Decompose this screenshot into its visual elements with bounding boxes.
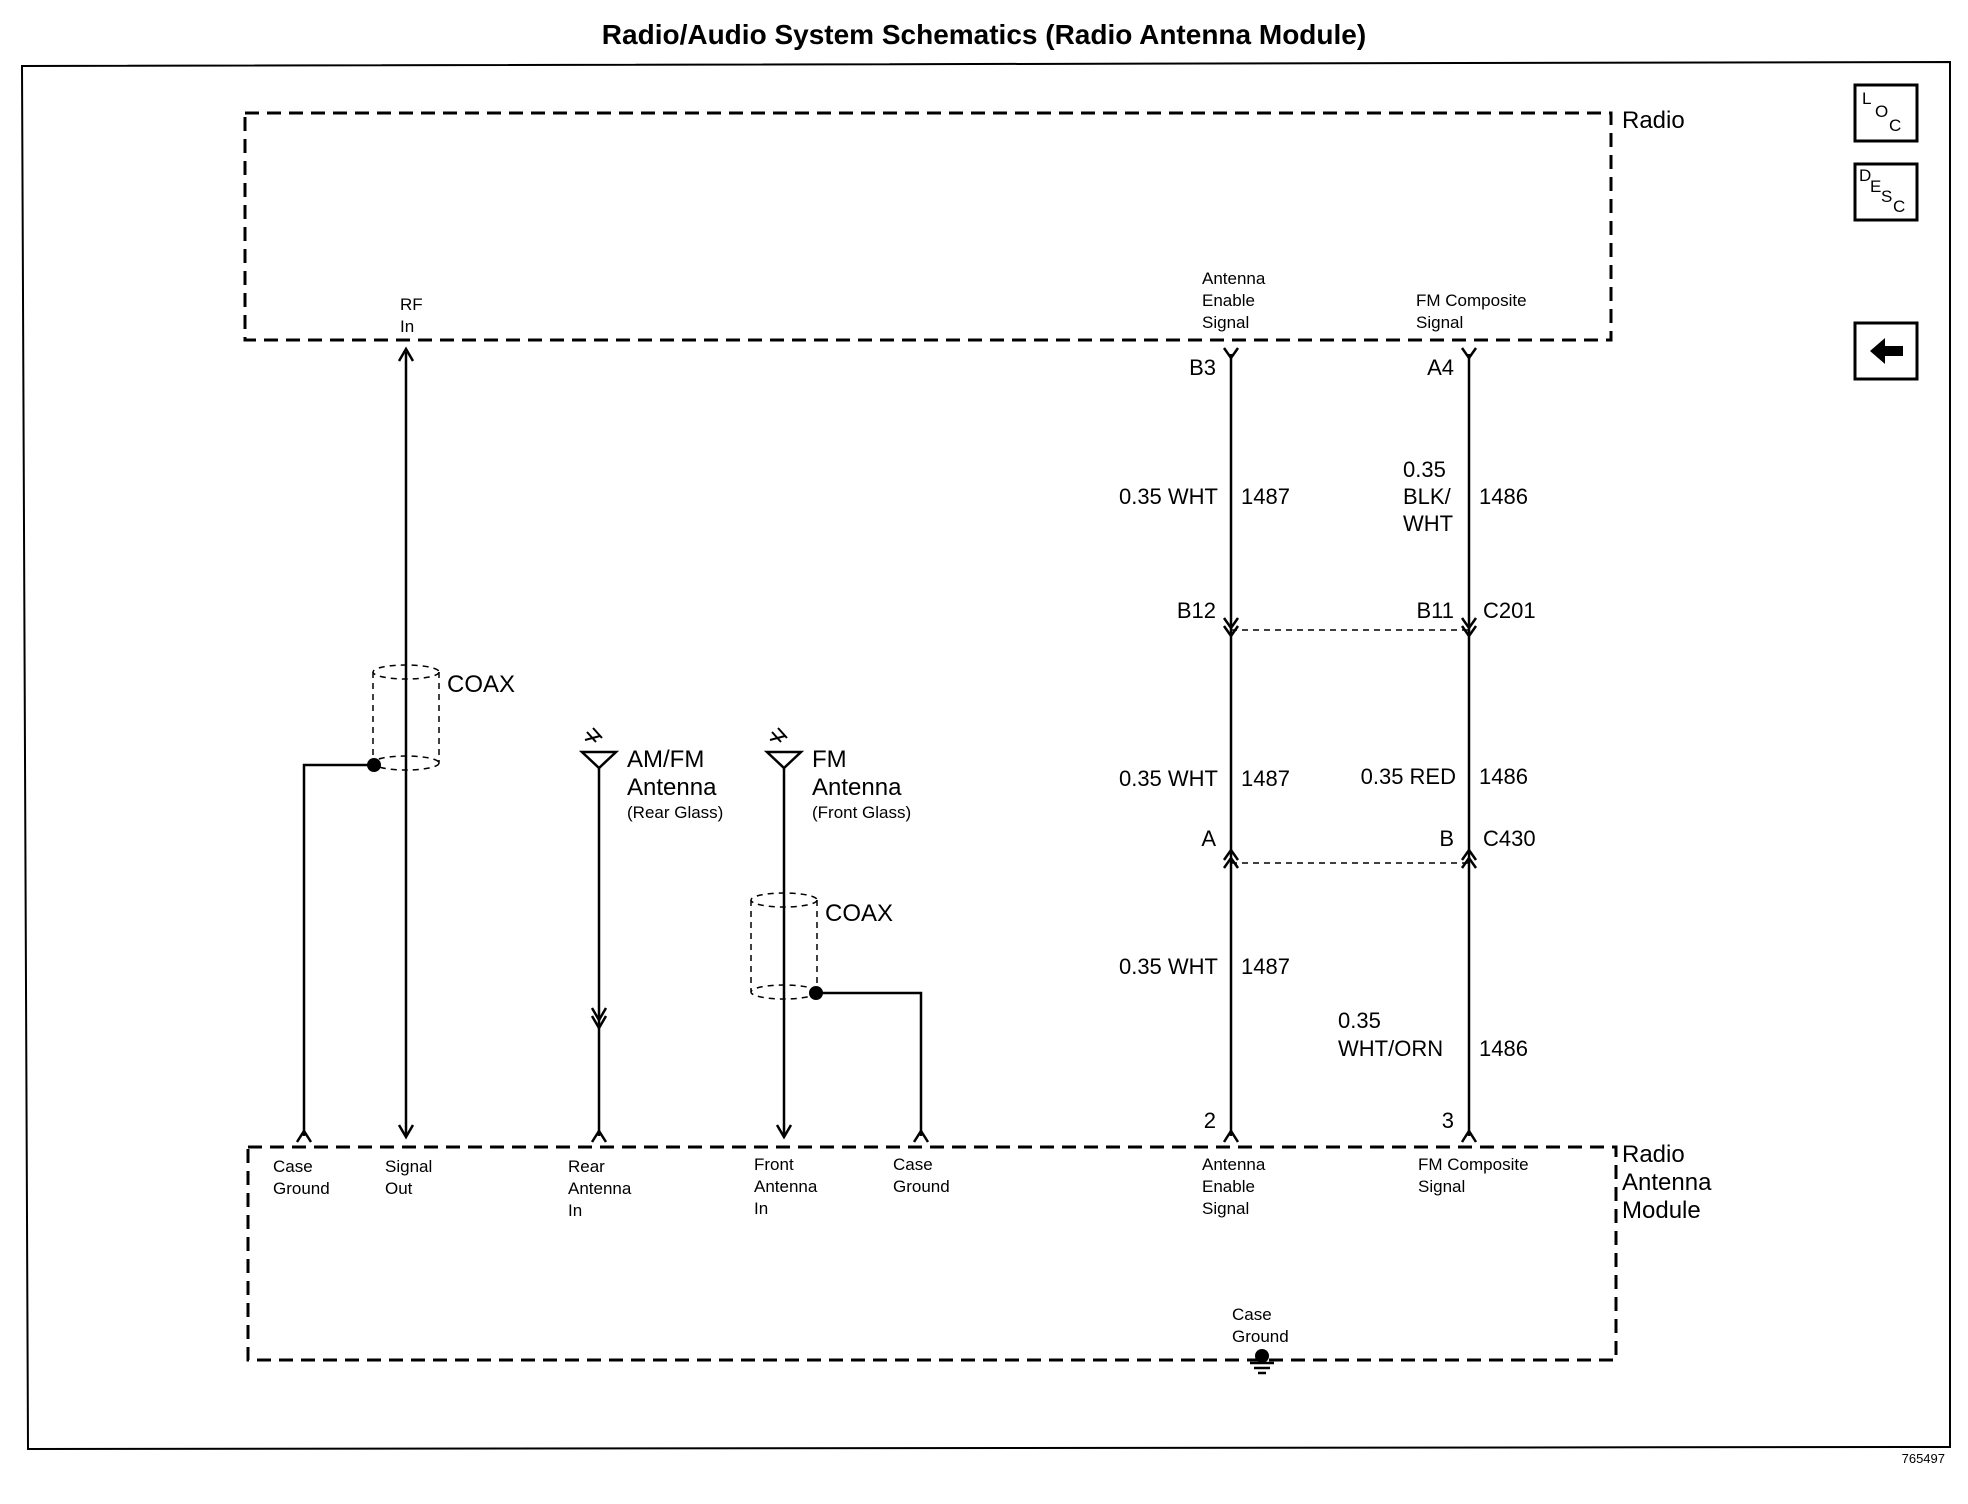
module-case-ground-bottom-label: Ground [1232, 1327, 1289, 1346]
fm-antenna-label: FM [812, 746, 847, 773]
module-case-ground-label: Ground [273, 1179, 330, 1198]
module-front-antenna-label: Front [754, 1155, 794, 1174]
wire-circuit-label: 1486 [1479, 484, 1528, 509]
radio-antenna-enable-label: Antenna [1202, 269, 1266, 288]
pin-a: A [1201, 826, 1216, 851]
desc-letter-c: C [1893, 197, 1905, 216]
wire-gauge-label: BLK/ [1403, 484, 1452, 509]
pin-2: 2 [1204, 1108, 1216, 1133]
module-case-ground-label: Case [273, 1157, 313, 1176]
module-rear-antenna-label: Antenna [568, 1179, 632, 1198]
wire-gauge-label: WHT/ORN [1338, 1036, 1443, 1061]
outer-frame [20, 60, 1951, 1451]
wire-circuit-label: 1486 [1479, 764, 1528, 789]
antenna-module-label: Radio [1622, 1141, 1685, 1168]
back-button[interactable] [1853, 321, 1919, 381]
module-case-ground-bottom-label: Case [1232, 1305, 1272, 1324]
arrow-left-icon [1870, 338, 1903, 364]
wire-circuit-label: 1487 [1241, 954, 1290, 979]
pin-b12: B12 [1177, 598, 1216, 623]
wire-gauge-label: 0.35 WHT [1119, 484, 1218, 509]
figure-id: 765497 [1902, 1451, 1945, 1466]
module-fm-composite-label: Signal [1418, 1177, 1465, 1196]
radio-antenna-enable-label: Signal [1202, 313, 1249, 332]
radio-fm-composite-label: Signal [1416, 313, 1463, 332]
module-front-antenna-label: In [754, 1199, 768, 1218]
wire-gauge-label: 0.35 WHT [1119, 954, 1218, 979]
wire-gauge-label: 0.35 RED [1361, 764, 1456, 789]
rf-signal-wire [397, 346, 415, 1140]
fm-composite-wire [1460, 347, 1478, 1143]
loc-letter-l: L [1862, 89, 1871, 108]
wire-gauge-label: 0.35 WHT [1119, 766, 1218, 791]
module-antenna-enable-label: Signal [1202, 1199, 1249, 1218]
case-ground-wire-mid [809, 986, 930, 1143]
am-fm-antenna-location: (Rear Glass) [627, 803, 723, 822]
coax-label: COAX [447, 671, 515, 698]
antenna-enable-wire [1222, 347, 1240, 1143]
pin-3: 3 [1442, 1108, 1454, 1133]
antenna-module-box [246, 1145, 1618, 1362]
module-signal-out-label: Signal [385, 1157, 432, 1176]
desc-button[interactable]: D E S C [1853, 162, 1919, 222]
module-front-antenna-label: Antenna [754, 1177, 818, 1196]
wire-circuit-label: 1486 [1479, 1036, 1528, 1061]
connector-c430: C430 [1483, 826, 1536, 851]
am-fm-antenna-icon [578, 727, 620, 1143]
loc-letter-o: O [1875, 102, 1888, 121]
coax-label: COAX [825, 900, 893, 927]
connector-c201: C201 [1483, 598, 1536, 623]
module-antenna-enable-label: Antenna [1202, 1155, 1266, 1174]
fm-antenna-label: Antenna [812, 774, 902, 801]
wire-gauge-label: WHT [1403, 511, 1453, 536]
loc-button[interactable]: L O C [1853, 83, 1919, 143]
desc-letter-s: S [1881, 187, 1892, 206]
pin-b3: B3 [1189, 355, 1216, 380]
module-rear-antenna-label: In [568, 1201, 582, 1220]
fm-antenna-location: (Front Glass) [812, 803, 911, 822]
coax-shield-lower [750, 892, 818, 1000]
pin-b11: B11 [1416, 598, 1454, 623]
radio-rf-label: In [400, 317, 414, 336]
wire-circuit-label: 1487 [1241, 484, 1290, 509]
diagram-title: Radio/Audio System Schematics (Radio Ant… [602, 19, 1366, 50]
radio-rf-label: RF [400, 295, 423, 314]
ground-icon [1250, 1349, 1274, 1375]
module-case-ground-label: Case [893, 1155, 933, 1174]
desc-letter-d: D [1859, 166, 1871, 185]
radio-fm-composite-label: FM Composite [1416, 291, 1527, 310]
module-antenna-enable-label: Enable [1202, 1177, 1255, 1196]
case-ground-wire-left [295, 758, 381, 1143]
antenna-module-label: Antenna [1622, 1169, 1712, 1196]
antenna-module-label: Module [1622, 1197, 1701, 1224]
am-fm-antenna-label: Antenna [627, 774, 717, 801]
desc-letter-e: E [1870, 177, 1881, 196]
wire-gauge-label: 0.35 [1403, 457, 1446, 482]
radio-label: Radio [1622, 107, 1685, 134]
loc-letter-c: C [1889, 116, 1901, 135]
fm-antenna-icon [763, 727, 805, 1140]
wire-gauge-label: 0.35 [1338, 1008, 1381, 1033]
module-rear-antenna-label: Rear [568, 1157, 605, 1176]
wire-circuit-label: 1487 [1241, 766, 1290, 791]
pin-b: B [1439, 826, 1454, 851]
module-case-ground-label: Ground [893, 1177, 950, 1196]
pin-a4: A4 [1427, 355, 1454, 380]
module-signal-out-label: Out [385, 1179, 413, 1198]
am-fm-antenna-label: AM/FM [627, 746, 704, 773]
radio-box [243, 111, 1613, 342]
radio-antenna-enable-label: Enable [1202, 291, 1255, 310]
module-fm-composite-label: FM Composite [1418, 1155, 1529, 1174]
